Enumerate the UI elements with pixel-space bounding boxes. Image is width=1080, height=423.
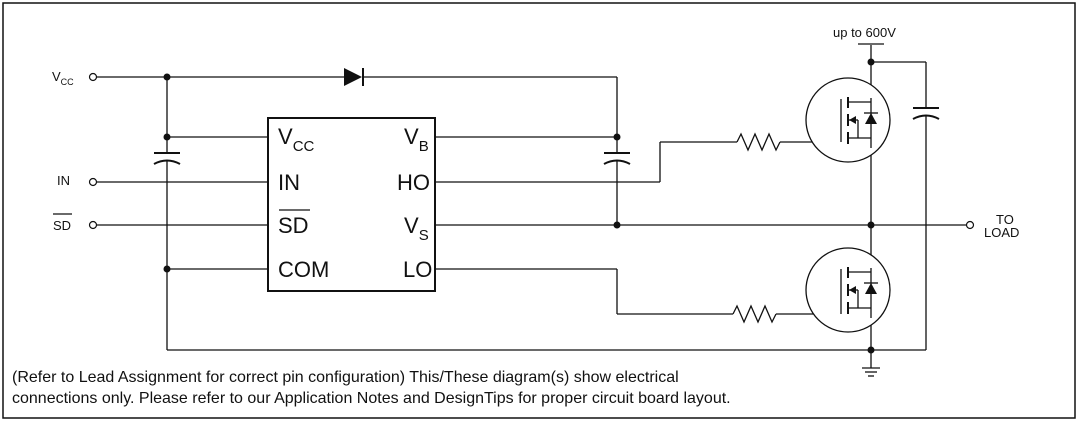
junction-dot [867,58,875,66]
ic-pin-sd: SD [278,213,309,238]
in-input-terminal [88,177,98,187]
junction-dot [163,265,171,273]
bootstrap-diode [344,68,362,86]
input-wiring [97,68,926,351]
sd-input-terminal [88,220,98,230]
ic-pin-com: COM [278,257,329,282]
load-output-terminal [965,220,975,230]
low-side-gate-resistor [732,304,777,324]
ic-pin-vs: VS [404,213,429,244]
high-side-mosfet [805,77,891,163]
output-wiring [435,45,966,377]
junction-dot [613,221,621,229]
junction-dot [163,73,171,81]
junction-dot [163,133,171,141]
ic-pin-in: IN [278,170,300,195]
supply-voltage-label: up to 600V [833,25,896,40]
output-label: TO LOAD [984,212,1019,240]
junction-dot [867,346,875,354]
ic-pin-vb: VB [404,124,429,155]
high-side-gate-resistor [736,132,781,152]
junction-dot [867,221,875,229]
driver-ic [267,117,436,292]
vcc-input-label: VCC [52,69,74,87]
sd-input-label: SD [53,218,71,233]
low-side-mosfet [805,247,891,333]
vcc-input-terminal [88,72,98,82]
disclaimer-note: (Refer to Lead Assignment for correct pi… [12,369,731,407]
in-input-label: IN [57,173,70,188]
ic-pin-lo: LO [403,257,432,282]
ic-pin-ho: HO [397,170,430,195]
junction-dot [613,133,621,141]
ic-pin-vcc: VCC [278,124,315,155]
